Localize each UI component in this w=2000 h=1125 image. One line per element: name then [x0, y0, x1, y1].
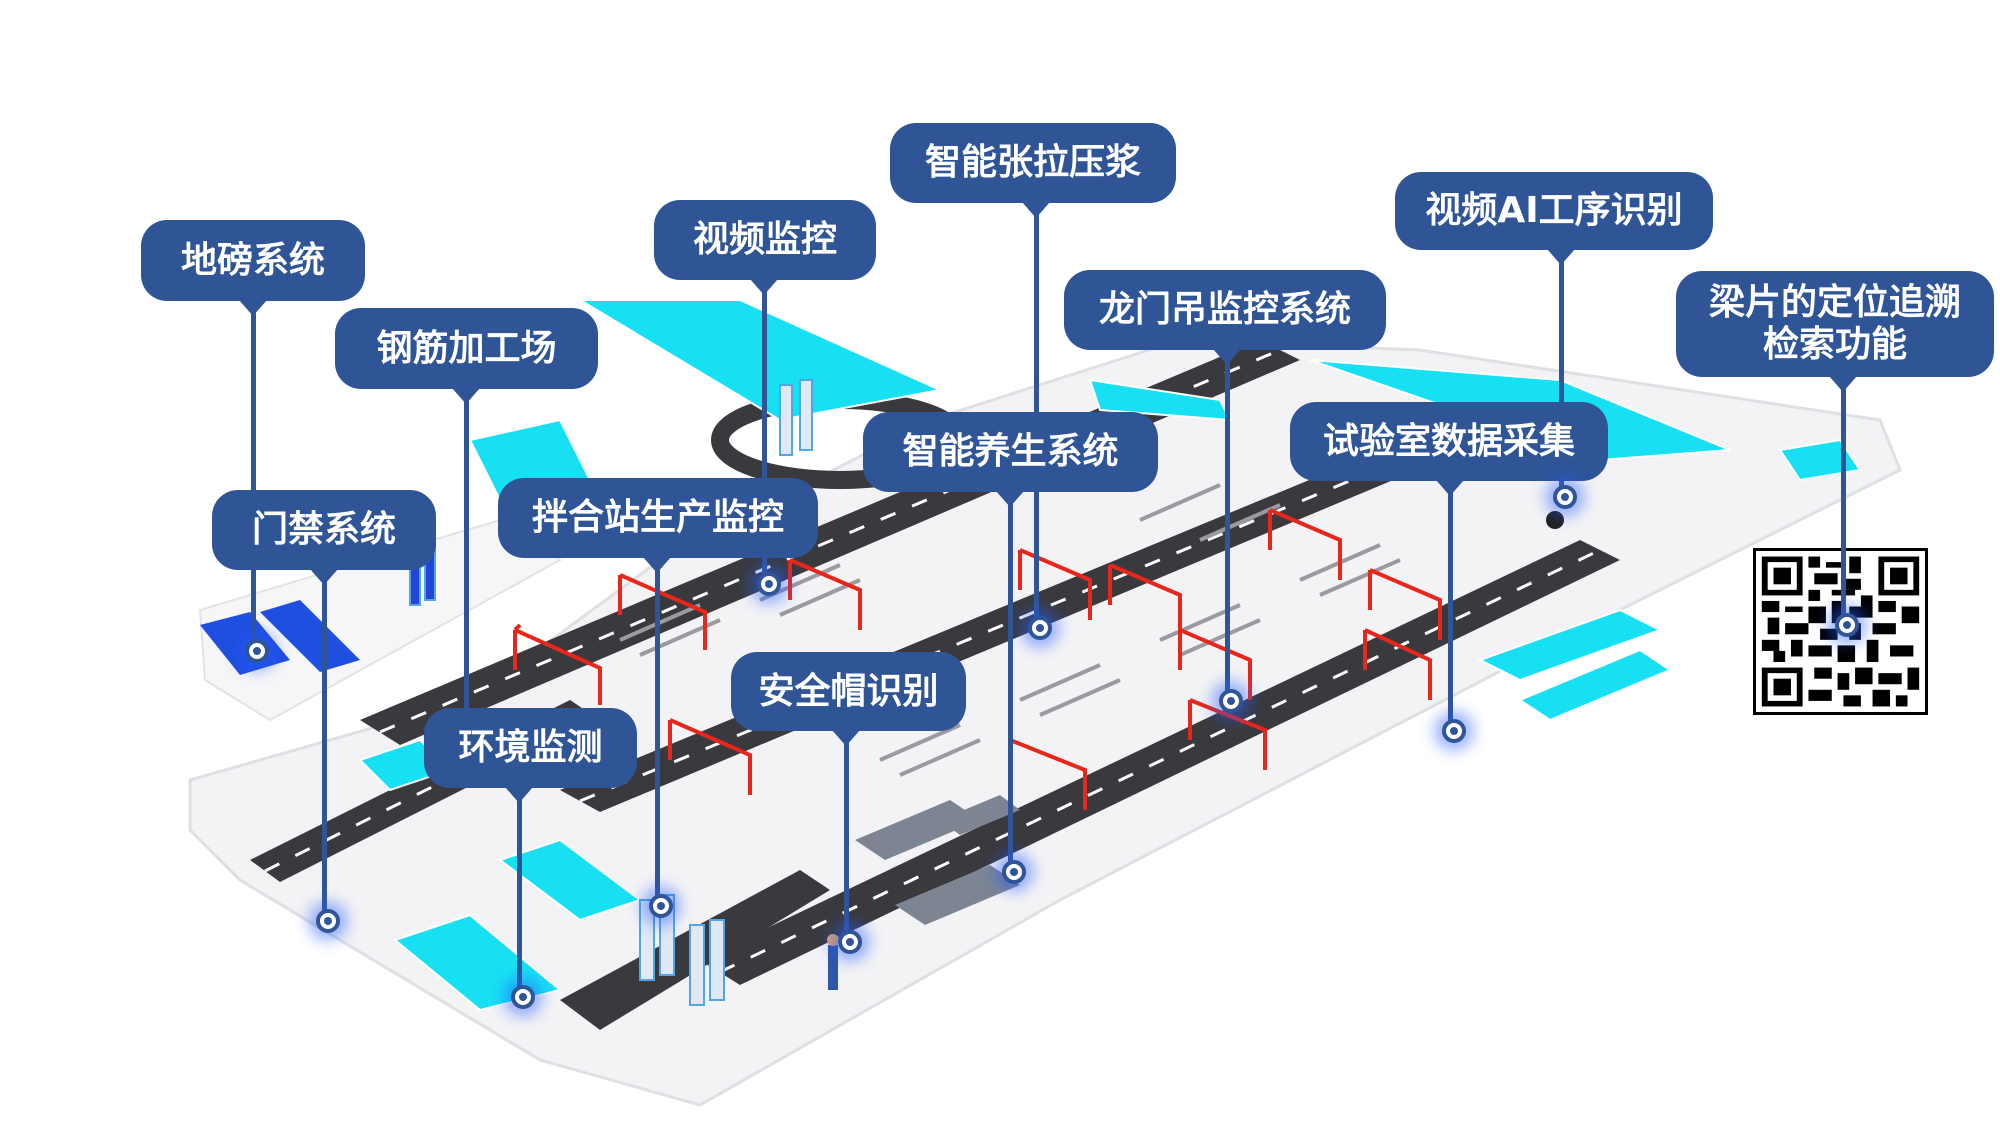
- tension-grouting-pointer: [1022, 202, 1050, 218]
- solar-panels: [855, 795, 1020, 925]
- callout-environment[interactable]: 环境监测: [424, 708, 637, 788]
- callout-tension-grouting[interactable]: 智能张拉压浆: [890, 123, 1176, 203]
- beam-trace-marker-icon[interactable]: [1835, 613, 1859, 637]
- callout-curing-system[interactable]: 智能养生系统: [863, 412, 1158, 492]
- callout-video-ai[interactable]: 视频AI工序识别: [1395, 172, 1713, 250]
- helmet-detect-stem: [844, 730, 849, 938]
- callout-tension-grouting-label: 智能张拉压浆: [924, 142, 1141, 183]
- environment-marker-icon[interactable]: [511, 985, 535, 1009]
- callout-gantry-monitor-label: 龙门吊监控系统: [1098, 289, 1351, 330]
- callout-weighbridge[interactable]: 地磅系统: [141, 220, 365, 301]
- gate-pads: [200, 600, 360, 675]
- lab-data-marker-icon[interactable]: [1442, 719, 1466, 743]
- access-control-marker-icon[interactable]: [316, 909, 340, 933]
- rebar-yard-stem: [464, 388, 469, 718]
- weighbridge-marker-icon[interactable]: [245, 639, 269, 663]
- rebar-yard-pointer: [452, 388, 480, 404]
- site-ground-left: [198, 518, 562, 722]
- callout-rebar-yard[interactable]: 钢筋加工场: [335, 308, 598, 389]
- curing-system-stem: [1008, 491, 1013, 868]
- callout-video-ai-label: 视频AI工序识别: [1425, 190, 1683, 231]
- gantry-monitor-pointer: [1213, 349, 1241, 365]
- callout-lab-data[interactable]: 试验室数据采集: [1290, 402, 1608, 481]
- callout-curing-system-label: 智能养生系统: [902, 431, 1119, 472]
- weighbridge-stem: [251, 300, 256, 647]
- mixing-station-marker-icon[interactable]: [649, 894, 673, 918]
- lab-data-pointer: [1436, 480, 1464, 496]
- curing-system-pointer: [996, 491, 1024, 507]
- beam-trace-pointer: [1829, 376, 1857, 392]
- video-monitor-stem: [762, 279, 767, 579]
- tension-grouting-marker-icon[interactable]: [1028, 616, 1052, 640]
- mixing-silos: [409, 379, 813, 1006]
- video-ai-marker-icon[interactable]: [1553, 485, 1577, 509]
- callout-weighbridge-label: 地磅系统: [180, 239, 325, 281]
- callout-environment-label: 环境监测: [458, 727, 603, 768]
- video-ai-pointer: [1547, 249, 1575, 265]
- callout-mixing-station-label: 拌合站生产监控: [531, 497, 784, 538]
- callout-beam-trace-line2: 检索功能: [1762, 324, 1907, 365]
- environment-stem: [517, 787, 522, 993]
- video-monitor-pointer: [750, 279, 778, 295]
- callout-helmet-detect-label: 安全帽识别: [758, 670, 939, 712]
- worker-head: [827, 934, 839, 946]
- callout-video-monitor-label: 视频监控: [692, 219, 837, 260]
- callout-beam-trace-line1: 梁片的定位追溯: [1708, 282, 1961, 323]
- worker-figure: [828, 945, 838, 990]
- gantry-monitor-stem: [1225, 349, 1230, 697]
- callout-access-control-label: 门禁系统: [251, 509, 396, 550]
- callout-lab-data-label: 试验室数据采集: [1322, 420, 1575, 462]
- access-control-pointer: [310, 569, 338, 585]
- helmet-detect-marker-icon[interactable]: [838, 930, 862, 954]
- callout-access-control[interactable]: 门禁系统: [212, 490, 436, 570]
- callout-video-monitor[interactable]: 视频监控: [654, 200, 876, 280]
- gantry-cranes: [513, 508, 1442, 810]
- weighbridge-pointer: [239, 300, 267, 316]
- environment-pointer: [505, 787, 533, 803]
- curing-system-marker-icon[interactable]: [1002, 860, 1026, 884]
- cctv-camera: [1546, 511, 1564, 529]
- callout-mixing-station[interactable]: 拌合站生产监控: [498, 478, 818, 558]
- helmet-detect-pointer: [832, 730, 860, 746]
- video-ai-stem: [1559, 249, 1564, 493]
- road-dashes: [264, 348, 1601, 974]
- mixing-station-pointer: [643, 557, 671, 573]
- mixing-station-stem: [655, 557, 660, 902]
- video-monitor-marker-icon[interactable]: [757, 572, 781, 596]
- gantry-monitor-marker-icon[interactable]: [1219, 689, 1243, 713]
- lab-data-stem: [1448, 480, 1453, 727]
- callout-beam-trace[interactable]: 梁片的定位追溯 检索功能: [1676, 271, 1994, 377]
- callout-rebar-yard-label: 钢筋加工场: [376, 327, 557, 369]
- beam-trace-stem: [1841, 376, 1846, 621]
- callout-gantry-monitor[interactable]: 龙门吊监控系统: [1064, 270, 1386, 350]
- callout-helmet-detect[interactable]: 安全帽识别: [731, 652, 966, 731]
- access-control-stem: [322, 569, 327, 917]
